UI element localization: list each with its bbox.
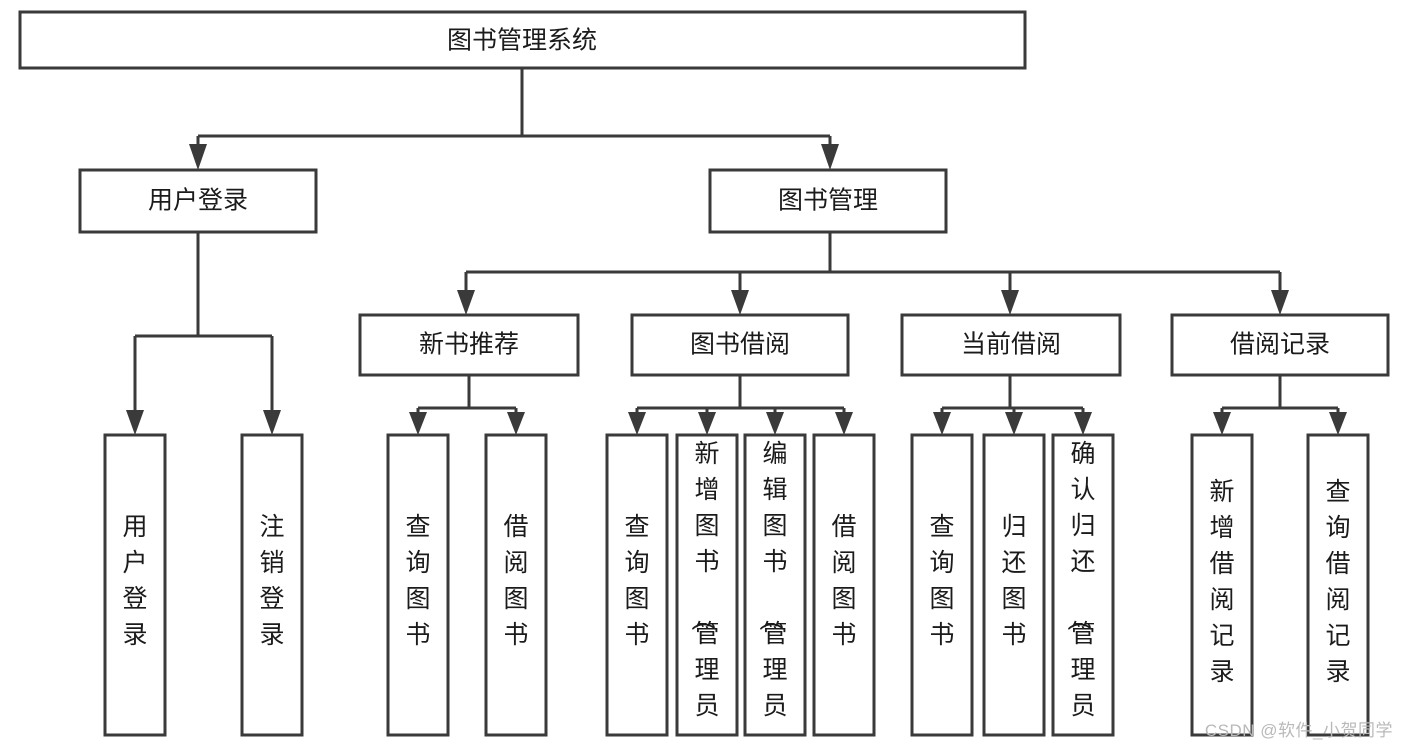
leaf-label: 借阅图书: [503, 513, 528, 649]
leaf-node[interactable]: 查询图书: [386, 433, 450, 737]
leaf-label: 查询图书: [624, 513, 649, 649]
node-book-manage-rect[interactable]: [708, 168, 948, 234]
node-user-login-label: 用户登录: [148, 187, 248, 215]
node-root[interactable]: 图书管理系统: [18, 10, 1027, 70]
arrow-head-newbook-borrow: [507, 412, 525, 435]
node-new-book-recommend-label: 新书推荐: [419, 331, 519, 359]
leaf-rect[interactable]: [743, 433, 807, 737]
arrow-head-record-query: [1329, 412, 1347, 435]
connectors-user-login-to-leaves: [126, 232, 281, 435]
connectors-borrow-to-leaves: [628, 375, 853, 435]
node-book-borrow[interactable]: 图书借阅: [630, 313, 850, 377]
connectors-current-borrow-to-leaves: [933, 375, 1092, 435]
leaf-label: 借阅图书: [831, 513, 856, 649]
leaf-node[interactable]: 新增图书（管理员）: [675, 433, 739, 747]
leaf-rect[interactable]: [605, 433, 669, 737]
arrow-head-leaf-user-login: [126, 410, 144, 435]
arrow-head-current-confirm: [1074, 412, 1092, 435]
leaf-rect[interactable]: [484, 433, 548, 737]
node-borrow-record-rect[interactable]: [1170, 313, 1390, 377]
node-root-rect[interactable]: [18, 10, 1027, 70]
leaf-label: 确认归还（管理员）: [1064, 440, 1095, 747]
arrow-head-current-query: [933, 412, 951, 435]
leaf-rect[interactable]: [1051, 433, 1115, 737]
leaf-rect[interactable]: [240, 433, 304, 737]
leaf-label: 归还图书: [1001, 513, 1026, 649]
leaf-node[interactable]: 新增借阅记录: [1190, 433, 1254, 737]
node-current-borrow-rect[interactable]: [900, 313, 1122, 377]
leaf-node[interactable]: 查询借阅记录: [1306, 433, 1370, 737]
arrow-head-borrow-record: [1271, 290, 1289, 315]
node-current-borrow-label: 当前借阅: [961, 331, 1061, 359]
arrow-head-newbook: [457, 290, 475, 315]
node-user-login[interactable]: 用户登录: [78, 168, 318, 234]
leaf-rect[interactable]: [1306, 433, 1370, 737]
leaf-node[interactable]: 查询图书: [910, 433, 974, 737]
leaf-label: 编辑图书（管理员）: [756, 440, 787, 747]
arrow-head-book-manage: [821, 144, 839, 170]
leaf-label: 查询图书: [929, 513, 954, 649]
leaf-label: 新增借阅记录: [1209, 478, 1234, 686]
arrow-head-borrow-query: [628, 412, 646, 435]
leaf-node[interactable]: 借阅图书: [484, 433, 548, 737]
leaf-label: 查询图书: [405, 513, 430, 649]
arrow-head-record-add: [1213, 412, 1231, 435]
node-book-manage-label: 图书管理: [778, 187, 878, 215]
arrow-head-current-borrow: [1001, 290, 1019, 315]
leaf-node[interactable]: 查询图书: [605, 433, 669, 737]
leaf-rect[interactable]: [103, 433, 167, 737]
node-current-borrow[interactable]: 当前借阅: [900, 313, 1122, 377]
connectors-newbook-to-leaves: [409, 375, 525, 435]
leaf-node[interactable]: 确认归还（管理员）: [1051, 433, 1115, 747]
connectors-level2-to-level3: [457, 232, 1289, 315]
leaf-node[interactable]: 编辑图书（管理员）: [743, 433, 807, 747]
connectors-borrow-record-to-leaves: [1213, 375, 1347, 435]
leaf-rect[interactable]: [812, 433, 876, 737]
arrow-head-newbook-query: [409, 412, 427, 435]
leaf-label: 注销登录: [259, 513, 284, 649]
leaf-rect[interactable]: [910, 433, 974, 737]
leaf-node[interactable]: 归还图书: [982, 433, 1046, 737]
leaf-node[interactable]: 借阅图书: [812, 433, 876, 737]
node-book-manage[interactable]: 图书管理: [708, 168, 948, 234]
arrow-head-borrow: [731, 290, 749, 315]
leaf-label: 查询借阅记录: [1325, 478, 1350, 686]
arrow-head-leaf-logout: [263, 410, 281, 435]
node-root-label: 图书管理系统: [447, 27, 597, 55]
leaf-rect[interactable]: [386, 433, 450, 737]
node-borrow-record[interactable]: 借阅记录: [1170, 313, 1390, 377]
node-borrow-record-label: 借阅记录: [1230, 331, 1330, 359]
connectors-root-to-level2: [189, 68, 839, 170]
leaf-label: 用户登录: [122, 513, 147, 649]
leaf-node[interactable]: 用户登录: [103, 433, 167, 737]
leaf-label: 新增图书（管理员）: [688, 440, 719, 747]
leaf-node[interactable]: 注销登录: [240, 433, 304, 737]
node-new-book-recommend-rect[interactable]: [358, 313, 580, 377]
leaf-rect[interactable]: [675, 433, 739, 737]
node-book-borrow-rect[interactable]: [630, 313, 850, 377]
arrow-head-borrow-add: [698, 412, 716, 435]
node-new-book-recommend[interactable]: 新书推荐: [358, 313, 580, 377]
arrow-head-borrow-edit: [766, 412, 784, 435]
leaf-rect[interactable]: [982, 433, 1046, 737]
arrow-head-user-login: [189, 144, 207, 170]
arrow-head-current-return: [1005, 412, 1023, 435]
arrow-head-borrow-do: [835, 412, 853, 435]
node-book-borrow-label: 图书借阅: [690, 331, 790, 359]
leaf-rect[interactable]: [1190, 433, 1254, 737]
node-user-login-rect[interactable]: [78, 168, 318, 234]
